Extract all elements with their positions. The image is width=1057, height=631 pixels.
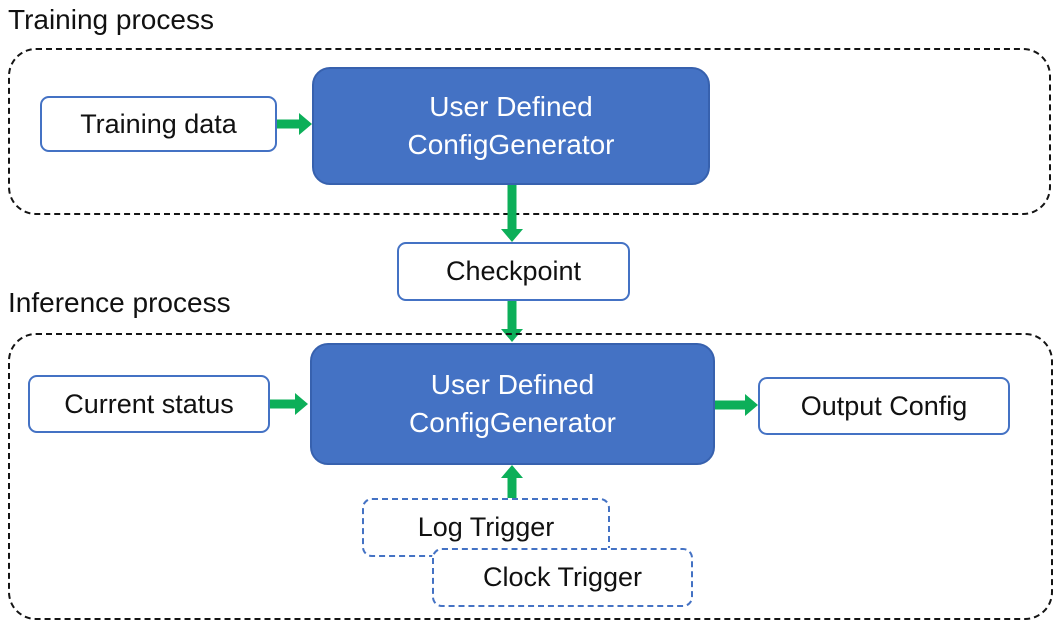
arrow-generator-to-output-config bbox=[715, 394, 758, 416]
training-data-label: Training data bbox=[80, 108, 237, 139]
checkpoint-label: Checkpoint bbox=[445, 256, 582, 286]
arrow-shaft bbox=[507, 301, 517, 330]
inference-config-generator-node: User Defined ConfigGenerator bbox=[310, 343, 715, 465]
inference-process-container bbox=[8, 333, 1053, 620]
arrow-head bbox=[745, 394, 758, 416]
arrow-head bbox=[501, 329, 523, 342]
arrow-head bbox=[501, 229, 523, 242]
arrow-training-data-to-generator bbox=[277, 113, 312, 135]
current-status-label: Current status bbox=[64, 388, 234, 419]
training-config-generator-node: User Defined ConfigGenerator bbox=[312, 67, 710, 185]
training-process-container bbox=[8, 48, 1051, 215]
arrow-checkpoint-to-inference-generator bbox=[501, 301, 523, 342]
clock-trigger-label: Clock Trigger bbox=[482, 562, 643, 592]
current-status-box: Current status bbox=[28, 375, 270, 433]
log-trigger-label: Log Trigger bbox=[417, 512, 555, 542]
arrow-shaft bbox=[507, 477, 517, 498]
inference-generator-line2: ConfigGenerator bbox=[408, 407, 616, 438]
clock-trigger-box: Clock Trigger bbox=[432, 548, 693, 607]
arrow-triggers-to-generator bbox=[501, 465, 523, 498]
training-generator-line1: User Defined bbox=[429, 91, 593, 122]
arrow-head bbox=[295, 393, 308, 415]
output-config-box: Output Config bbox=[758, 377, 1010, 435]
arrow-head bbox=[299, 113, 312, 135]
checkpoint-box: Checkpoint bbox=[397, 242, 630, 301]
output-config-label: Output Config bbox=[800, 390, 968, 421]
training-process-title: Training process bbox=[8, 4, 214, 35]
arrow-generator-to-checkpoint bbox=[501, 185, 523, 242]
arrow-shaft bbox=[277, 119, 300, 129]
arrow-shaft bbox=[507, 185, 517, 230]
training-data-box: Training data bbox=[40, 96, 277, 152]
arrow-shaft bbox=[715, 400, 746, 410]
inference-generator-line1: User Defined bbox=[430, 369, 595, 400]
training-generator-line2: ConfigGenerator bbox=[407, 129, 615, 160]
arrow-current-status-to-generator bbox=[270, 393, 308, 415]
inference-process-title: Inference process bbox=[8, 287, 231, 318]
arrow-shaft bbox=[270, 399, 296, 409]
arrow-head bbox=[501, 465, 523, 478]
